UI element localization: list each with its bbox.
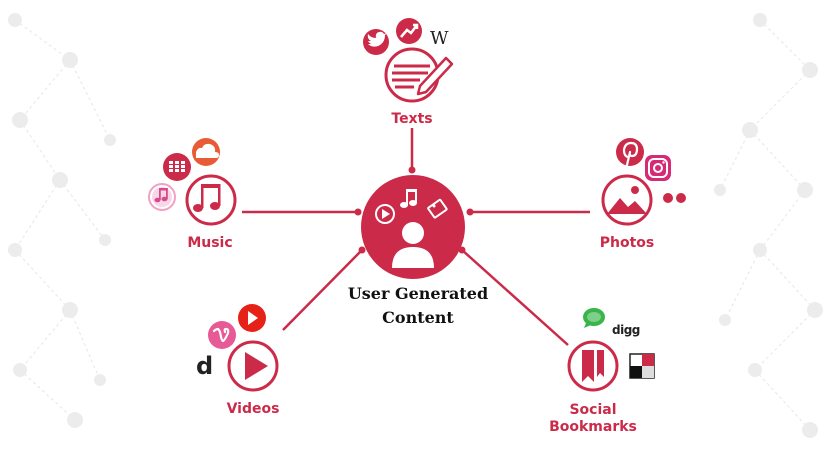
- connector-dot: [466, 208, 474, 216]
- node-photos: [601, 138, 686, 226]
- center-title-line1: User Generated: [347, 284, 489, 303]
- user-icon: [392, 222, 434, 268]
- play-circle-icon: [375, 204, 395, 224]
- youtube-icon: [238, 304, 266, 332]
- label-bookmarks-line1: Social: [569, 402, 617, 418]
- connector-bookmarks: [461, 249, 569, 346]
- music-note-icon: [400, 189, 417, 208]
- bookmark-icon: [582, 350, 594, 382]
- digg-icon: digg: [612, 323, 640, 337]
- image-tag-icon: [427, 198, 448, 219]
- connector-dot: [358, 246, 366, 254]
- label-photos: Photos: [599, 235, 655, 251]
- trending-icon: [396, 18, 422, 44]
- bookmark-icon-small: [597, 350, 604, 377]
- center-title: User Generated Content: [318, 282, 518, 330]
- lines-icon: [392, 64, 430, 89]
- node-bookmarks: [567, 308, 655, 392]
- node-music: [148, 138, 237, 226]
- dailymotion-icon: d: [196, 352, 214, 380]
- connector-dot: [408, 166, 416, 174]
- wikipedia-icon: W: [430, 28, 449, 49]
- twitter-icon: [363, 29, 389, 55]
- center-hub: [361, 175, 465, 279]
- label-bookmarks-line2: Bookmarks: [549, 419, 637, 435]
- pencil-icon: [416, 56, 454, 96]
- pinterest-icon: [616, 138, 644, 167]
- label-bookmarks: Social Bookmarks: [543, 402, 643, 436]
- instagram-icon: [645, 155, 671, 181]
- label-music: Music: [187, 235, 233, 251]
- deezer-icon: [163, 153, 191, 181]
- vimeo-icon: [208, 321, 236, 349]
- delicious-icon: [629, 353, 655, 379]
- soundcloud-icon: [192, 138, 220, 166]
- connectors: [242, 128, 590, 346]
- node-texts: [363, 18, 454, 103]
- chat-icon: [583, 308, 605, 328]
- flickr-icon: [663, 193, 686, 203]
- node-videos: [208, 304, 279, 392]
- image-icon: [607, 186, 647, 214]
- connector-videos: [282, 249, 363, 331]
- center-title-line2: Content: [382, 308, 454, 327]
- itunes-icon: [148, 183, 176, 211]
- music-note-icon: [193, 184, 221, 212]
- play-icon: [245, 352, 268, 380]
- label-videos: Videos: [226, 401, 280, 417]
- connector-dot: [354, 208, 362, 216]
- label-texts: Texts: [391, 111, 433, 127]
